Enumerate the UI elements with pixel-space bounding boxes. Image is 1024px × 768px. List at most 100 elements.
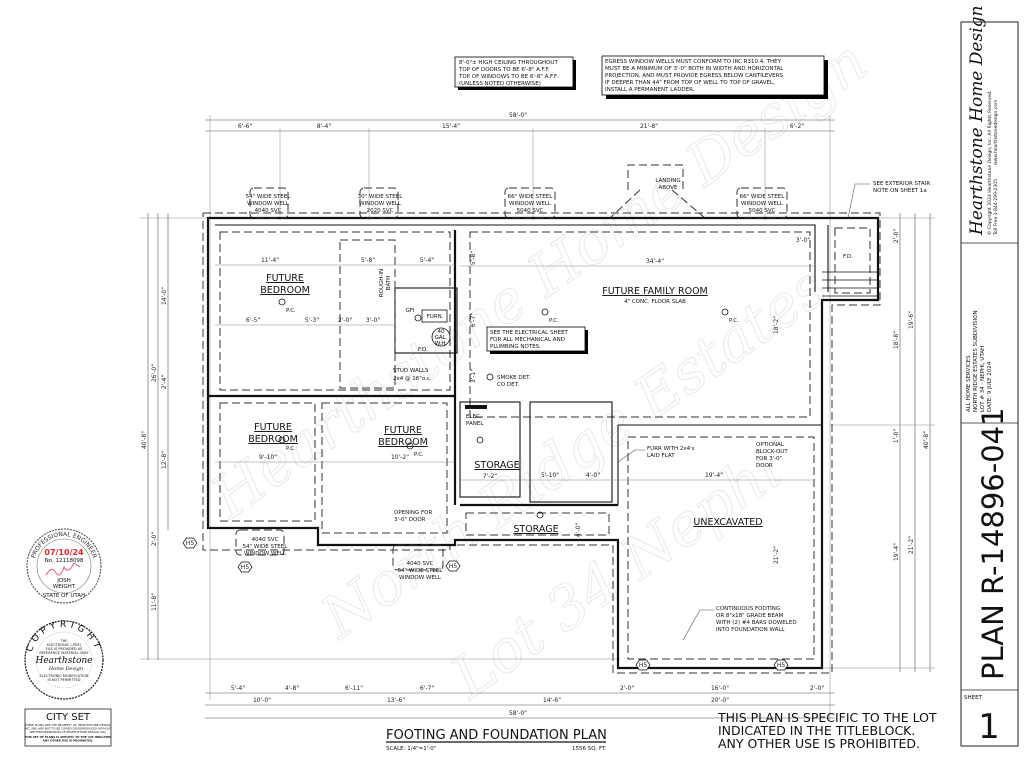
titleblock-sheet_label-text: SHEET	[964, 695, 983, 701]
notes-footing-0-text: CONTINUOUS FOOTING	[716, 606, 780, 612]
window_wells-w2-2-text: 2020 SVC	[367, 208, 394, 214]
titleblock-project-3-text: DATE: 9 JULY 2024	[987, 361, 993, 412]
seals-city_text-3-text: THIS SET OF PLANS IS SPECIFIC TO THE LOT…	[25, 735, 113, 739]
rooms-wh-0-text: 40	[438, 329, 445, 335]
dims-bottom_a-2-text: 6'-11"	[345, 685, 363, 692]
dims-inner-19-text: 3'-1"	[470, 369, 477, 383]
notes-egress-3-text: IF DEEPER THAN 44" FROM TOP OF WELL TO T…	[605, 80, 775, 86]
title-name-text: FOOTING AND FOUNDATION PLAN	[386, 728, 607, 743]
notes-opening-1-text: 3'-0" DOOR	[394, 517, 426, 523]
title-block: Hearthstone Home Design © Copyright 2024…	[960, 6, 1019, 747]
notes-electrical-2-text: PLUMBING NOTES.	[490, 344, 541, 350]
dims-left_b-2-text: 11'-8"	[151, 593, 158, 611]
seals-copyright_text-3-text: REFERENCE MATERIAL ONLY	[39, 651, 89, 655]
dims-bottom_a-4-text: 2'-0"	[620, 685, 634, 692]
titleblock-sheet_num-text: 1	[978, 707, 1000, 747]
notes-egress-2-text: PROJECTION, AND MUST PROVIDE EGRESS BELO…	[605, 73, 785, 79]
dims-top-3-text: 21'-8"	[640, 123, 658, 130]
rooms-fd-text: F.D.	[418, 347, 428, 353]
notes-footing-3-text: INTO FOUNDATION WALL	[716, 627, 785, 633]
dims-bottom_a-6-text: 2'-0"	[810, 685, 824, 692]
seals-copyright_brand-1-text: Home Design	[48, 666, 83, 672]
rooms-elec_panel-0-text: ELEC.	[466, 414, 482, 420]
notes-specific-2-text: ANY OTHER USE IS PROHIBITED.	[718, 736, 920, 751]
seals-copyright_text-1-text: ELECTRONIC (.PDF)	[47, 643, 82, 647]
seals-pe_date-text: 07/10/24	[44, 548, 84, 557]
notes-ext_stair-0-text: SEE EXTERIOR STAIR	[873, 181, 930, 187]
room-labels: FUTURE BEDROOM FUTURE BEDROOM FUTURE BED…	[248, 254, 853, 535]
dims-left_b-0-text: 26'-0"	[151, 364, 158, 382]
window_wells-w6-2-text: WINDOW WELL	[399, 575, 442, 581]
dims-right_a-0-text: 2'-0"	[893, 229, 900, 243]
seals-city_text-2-text: WRITTEN PERMISSION OF HEARTHSTONE DESIGN…	[30, 730, 107, 734]
notes-egress-0-text: EGRESS WINDOW WELLS MUST CONFORM TO IRC …	[605, 59, 782, 65]
rooms-bed2-0-text: FUTURE	[254, 422, 292, 433]
notes-specific-0-text: THIS PLAN IS SPECIFIC TO THE LOT	[717, 710, 937, 725]
window_wells-w3-1-text: WINDOW WELL	[509, 201, 552, 207]
seals-pe_name-1-text: WEIGHT	[53, 584, 76, 590]
rooms-bath-1-text: BATH	[386, 276, 392, 291]
dims-inner-13-text: 19'-4"	[705, 472, 723, 479]
window_wells-w4-2-text: 5040 SVC	[749, 208, 776, 214]
dims-inner-17-text: 5'-8"	[470, 251, 477, 265]
rooms-fd2-text: F.D.	[843, 254, 853, 260]
dims-inner-5-text: 2'-0"	[338, 317, 352, 324]
rooms-bed3-1-text: BEDROOM	[378, 437, 428, 448]
dims-inner-12-text: 4'-0"	[586, 472, 600, 479]
plan-number: PLAN R-14896-041	[976, 407, 1010, 680]
notes-egress-4-text: INSTALL A PERMANENT LADDER.	[605, 87, 695, 93]
window_wells-w1-2-text: 4040 SVC	[255, 208, 282, 214]
dims-inner-1-text: 5'-8"	[361, 257, 375, 264]
seals-copyright_foot-1-text: IS NOT PERMITTED	[48, 678, 81, 682]
dims-inner-9-text: 10'-2"	[391, 454, 409, 461]
rooms-bath-0-text: ROUGH-IN	[379, 269, 385, 297]
marker-text: H5	[777, 662, 786, 669]
dims-top_total-text: 58'-0"	[509, 112, 527, 119]
notes-ext_stair-1-text: NOTE ON SHEET 1a	[873, 188, 927, 194]
rooms-wh-2-text: W.H.	[435, 341, 448, 347]
window_wells-w5-2-text: WINDOW WELL	[244, 551, 287, 557]
dims-inner-14-text: 18'-2"	[773, 316, 780, 334]
rooms-wh-1-text: GAL.	[435, 335, 448, 341]
dims-bottom_a-3-text: 6'-7"	[420, 685, 434, 692]
titleblock-project-0-text: ALL HOME SERVICES	[966, 355, 972, 412]
dimension-labels: 58'-0" 6'-6" 8'-4" 15'-4" 21'-8" 6'-2" 5…	[141, 112, 930, 717]
water-heater-icon	[431, 327, 451, 347]
notes-ceiling-0-text: 8'-0"± HIGH CEILING THROUGHOUT	[459, 60, 558, 66]
rooms-pc-text: P.C.	[414, 452, 424, 458]
notes-blockout-0-text: OPTIONAL	[756, 442, 785, 448]
dims-left_a-0-text: 14'-0"	[161, 287, 168, 305]
dims-top-2-text: 15'-4"	[442, 123, 460, 130]
rooms-unexcavated-text: UNEXCAVATED	[693, 517, 762, 528]
engineer-seal: PROFESSIONAL ENGINEER 07/10/24 No. 12118…	[26, 528, 102, 604]
notes-egress-1-text: MUST BE A MINIMUM OF 3'-0" BOTH IN WIDTH…	[605, 66, 784, 72]
marker-text: H5	[639, 662, 648, 669]
window_wells-w6-0-text: 4040 SVC	[407, 561, 434, 567]
rooms-bed1-0-text: FUTURE	[266, 273, 304, 284]
dims-inner-20-text: 4'-0"	[575, 523, 582, 537]
window_wells-w5-1-text: 54" WIDE STEEL	[243, 544, 289, 550]
dims-bottom_a-1-text: 4'-8"	[285, 685, 299, 692]
city-set-stamp: CITY SET THESE PLANS ARE THE PROPERTY OF…	[24, 708, 113, 747]
seals-city_text-0-text: THESE PLANS ARE THE PROPERTY OF HEARTHST…	[24, 723, 112, 727]
dims-inner-3-text: 6'-5"	[246, 317, 260, 324]
window_wells-w3-0-text: 66" WIDE STEEL	[508, 194, 554, 200]
rooms-family-text: FUTURE FAMILY ROOM	[602, 286, 708, 297]
rooms-pc-text: P.C.	[286, 308, 296, 314]
seals-city_text-1-text: INC. AND ARE NOT TO BE COPIED OR REPRODU…	[25, 727, 112, 731]
dims-bottom_a-5-text: 16'-0"	[711, 685, 729, 692]
seals-city_text-4-text: ANY OTHER USE IS PROHIBITED.	[43, 739, 94, 743]
dims-inner-15-text: 21'-2"	[773, 546, 780, 564]
seals-copyright_text-0-text: THE	[60, 639, 68, 643]
dims-inner-18-text: 6'-7"	[470, 313, 477, 327]
titleblock-project-1-text: NORTH RIDGE ESTATES SUBDIVISION	[973, 310, 979, 412]
rooms-pc-text: P.C.	[286, 446, 296, 452]
rooms-furn-text: FURN.	[427, 314, 444, 320]
dims-right_a-2-text: 1'-0"	[893, 429, 900, 443]
dims-top-4-text: 6'-2"	[790, 123, 804, 130]
rooms-pc-text: P.C.	[729, 318, 739, 324]
window_wells-w5-0-text: 4040 SVC	[252, 537, 279, 543]
notes-stud_walls-1-text: 2x4 @ 16"o.c.	[393, 376, 432, 382]
rooms-storage1-text: STORAGE	[474, 460, 519, 471]
